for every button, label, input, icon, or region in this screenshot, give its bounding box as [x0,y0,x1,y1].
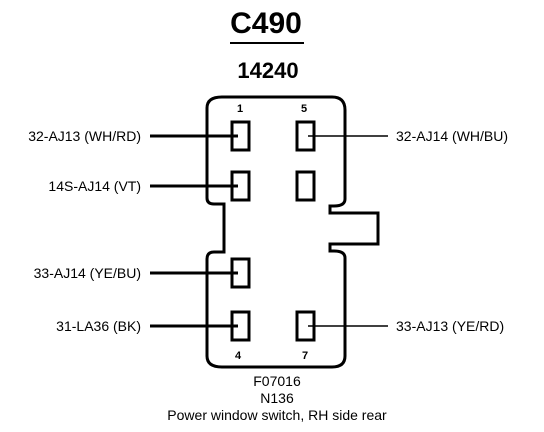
wire-label-left-2: 14S-AJ14 (VT) [48,178,141,194]
connector-body [205,95,380,369]
wire-label-left-3: 33-AJ14 (YE/BU) [34,265,141,281]
pin-number-7: 7 [302,350,308,362]
connector-description: Power window switch, RH side rear [167,407,387,423]
pin-number-5: 5 [301,103,307,115]
pin-number-1: 1 [237,103,243,115]
pin-number-4: 4 [235,350,242,362]
wire-label-right-1: 32-AJ14 (WH/BU) [396,128,508,144]
connector-id: C490 [230,7,302,40]
wire-label-left-4: 31-LA36 (BK) [56,318,141,334]
reference-code: N136 [260,390,294,406]
wire-label-right-2: 33-AJ13 (YE/RD) [396,318,504,334]
cavity-6 [295,170,316,202]
figure-code: F07016 [253,373,301,389]
part-number: 14240 [237,58,298,83]
wire-label-left-1: 32-AJ13 (WH/RD) [28,128,141,144]
